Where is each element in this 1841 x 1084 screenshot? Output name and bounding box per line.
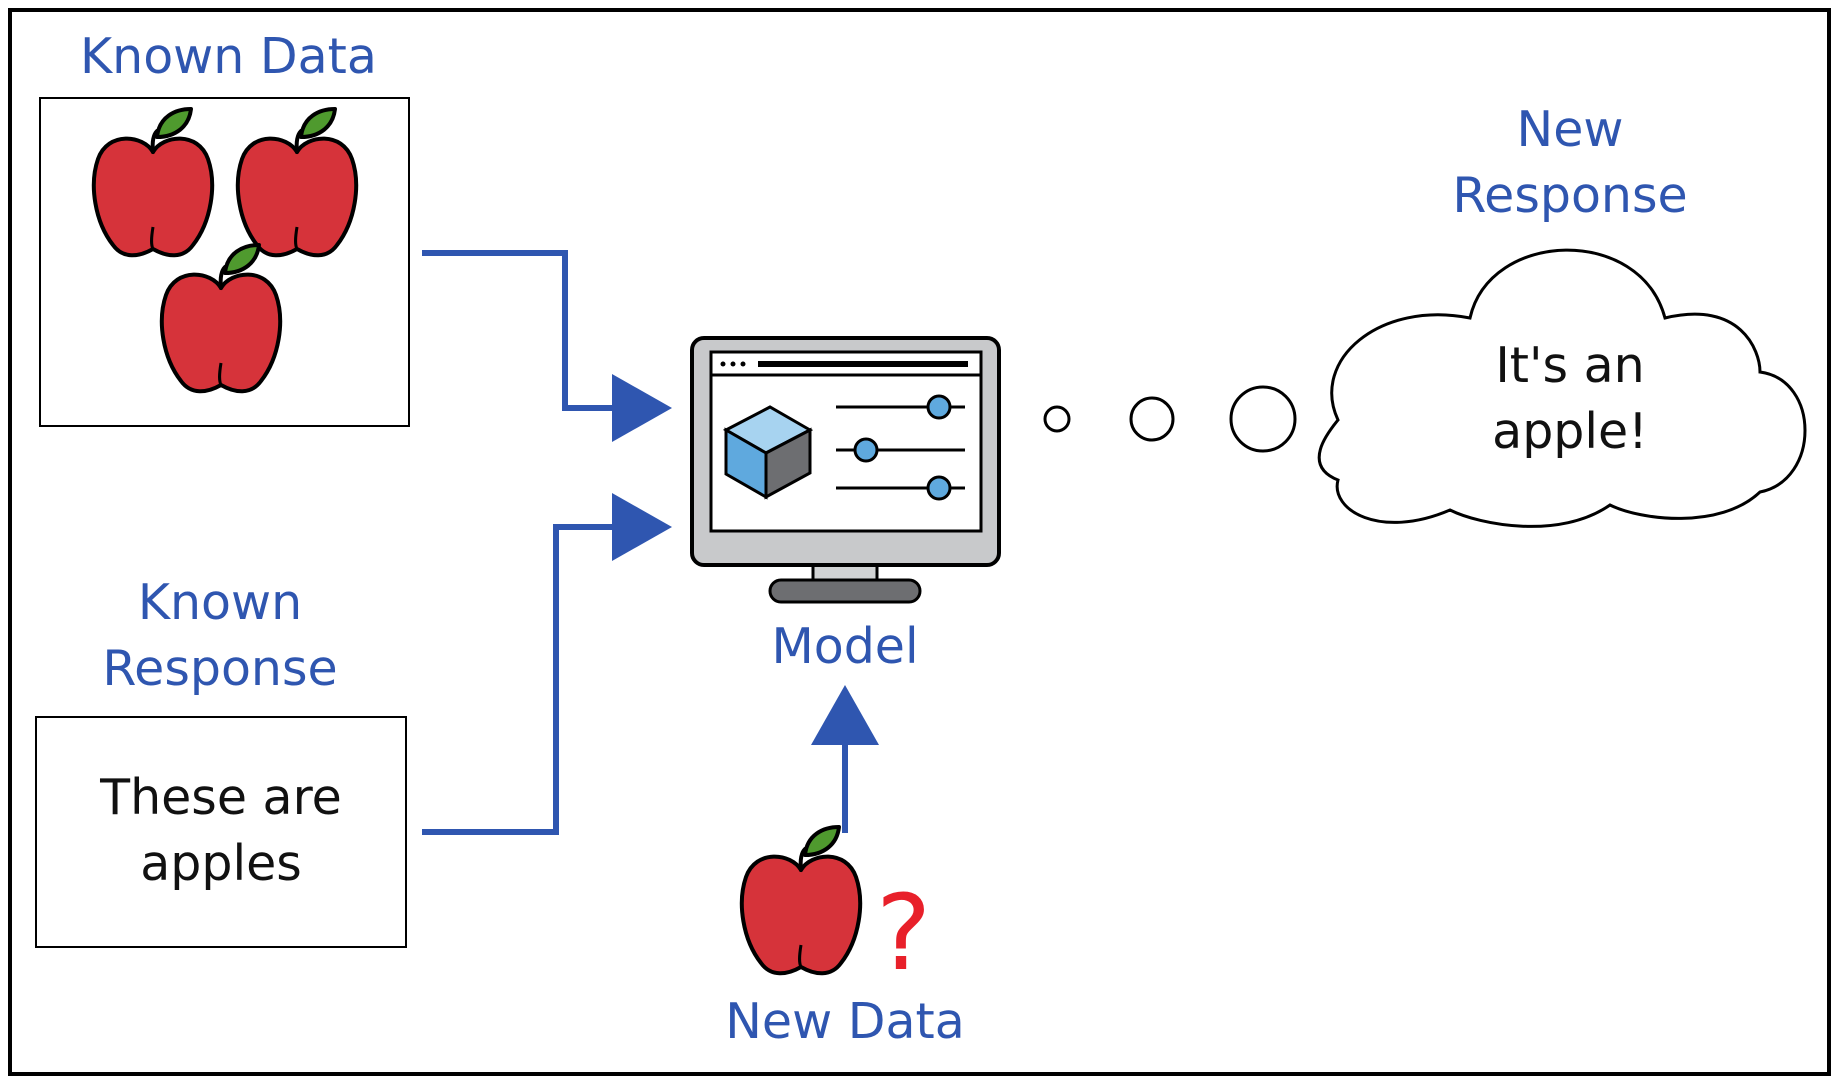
model-label: Model <box>771 618 919 675</box>
apple-icon <box>91 107 215 258</box>
new-data-label: New Data <box>725 993 965 1050</box>
apple-icon <box>235 107 359 258</box>
thought-bubble-medium <box>1129 396 1175 442</box>
thought-bubble-small <box>1043 405 1071 433</box>
known-data-arrowhead <box>612 374 672 442</box>
thought-bubble-large <box>1229 385 1297 453</box>
new-response-label-line1: New <box>1516 101 1624 158</box>
known-response-connector <box>422 524 615 835</box>
diagram-frame <box>8 8 1831 1076</box>
known-response-label-line1: Known <box>137 574 303 631</box>
new-data-arrowhead <box>811 685 879 745</box>
apple-icon <box>159 243 283 394</box>
new-apple-icon <box>739 825 863 976</box>
known-response-box <box>35 716 407 948</box>
known-response-label-line2: Response <box>102 640 338 697</box>
response-cloud <box>1317 248 1807 528</box>
new-response-text-line1: It's an <box>1495 337 1645 394</box>
known-response-arrowhead <box>612 493 672 561</box>
new-response-text-line2: apple! <box>1492 403 1648 460</box>
new-response-label-line2: Response <box>1452 167 1688 224</box>
question-mark: ? <box>876 872 932 994</box>
known-response-text-line2: apples <box>140 835 302 892</box>
computer-monitor-icon <box>690 336 1001 604</box>
known-response-text-line1: These are <box>100 769 342 826</box>
known-data-connector <box>422 250 615 411</box>
known-data-label: Known Data <box>80 28 377 85</box>
